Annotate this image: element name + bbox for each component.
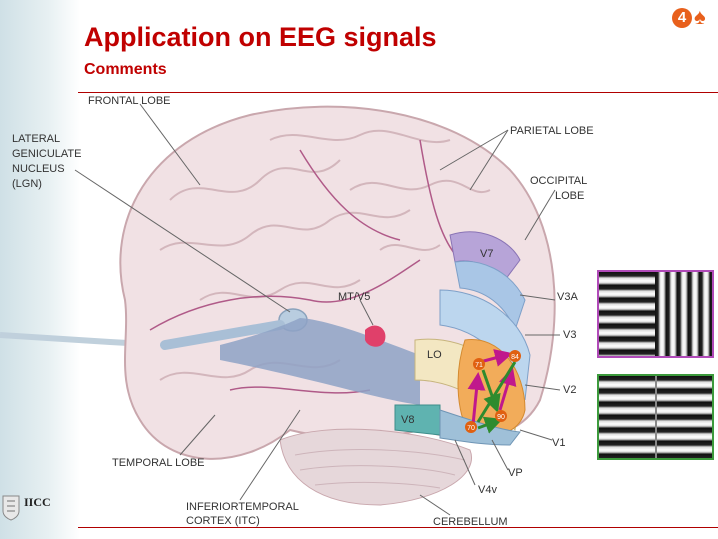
svg-text:84: 84 bbox=[511, 354, 519, 361]
label-mt-v5: MT/V5 bbox=[338, 291, 370, 303]
label-v2: V2 bbox=[563, 384, 576, 396]
label-itc-1: INFERIORTEMPORAL bbox=[186, 501, 299, 513]
svg-text:70: 70 bbox=[467, 425, 475, 432]
page-number-badge: 4 bbox=[672, 8, 692, 28]
label-cerebellum: CEREBELLUM bbox=[433, 516, 508, 528]
area-v3a bbox=[454, 260, 526, 332]
horizontal-grating bbox=[599, 272, 655, 356]
label-parietal-lobe: PARIETAL LOBE bbox=[510, 125, 594, 137]
iicc-logo: IICC bbox=[2, 495, 72, 525]
slide-title: Application on EEG signals bbox=[84, 22, 437, 52]
stimulus-grating-horizontal-horizontal bbox=[597, 374, 714, 460]
leader-lines bbox=[74, 103, 561, 516]
label-lgn-4: (LGN) bbox=[12, 178, 42, 190]
label-v1: V1 bbox=[552, 437, 565, 449]
electrode-84: 84 bbox=[509, 350, 521, 362]
electrode-71: 71 bbox=[473, 358, 485, 370]
connectivity-arrows bbox=[467, 349, 517, 434]
cerebellum bbox=[279, 428, 472, 506]
label-occipital-1: OCCIPITAL bbox=[530, 175, 587, 187]
footer-rule bbox=[78, 527, 718, 528]
horizontal-grating-right bbox=[655, 376, 712, 458]
label-occipital-2: LOBE bbox=[555, 190, 584, 202]
label-frontal-lobe: FRONTAL LOBE bbox=[88, 95, 171, 107]
header-rule bbox=[78, 92, 718, 93]
label-v3a: V3A bbox=[557, 291, 578, 303]
label-itc-2: CORTEX (ITC) bbox=[186, 515, 260, 527]
stimulus-grating-horizontal-vertical bbox=[597, 270, 714, 358]
label-v8: V8 bbox=[401, 414, 414, 426]
spade-icon: ♠ bbox=[694, 4, 706, 29]
label-lgn-1: LATERAL bbox=[12, 133, 60, 145]
electrode-90: 90 bbox=[495, 410, 507, 422]
svg-text:71: 71 bbox=[475, 362, 483, 369]
electrode-70: 70 bbox=[465, 421, 477, 433]
label-lgn-3: NUCLEUS bbox=[12, 163, 65, 175]
decorative-left-band bbox=[0, 0, 80, 539]
label-lgn-2: GENICULATE bbox=[12, 148, 81, 160]
svg-text:90: 90 bbox=[497, 414, 505, 421]
label-v4v: V4v bbox=[478, 484, 497, 496]
shield-icon bbox=[2, 495, 20, 521]
horizontal-grating-left bbox=[599, 376, 655, 458]
vertical-grating bbox=[655, 272, 712, 356]
label-lo: LO bbox=[427, 349, 442, 361]
label-vp: VP bbox=[508, 467, 523, 479]
label-v7: V7 bbox=[480, 248, 493, 260]
label-v3: V3 bbox=[563, 329, 576, 341]
slide-subtitle: Comments bbox=[84, 61, 167, 78]
label-temporal-lobe: TEMPORAL LOBE bbox=[112, 457, 205, 469]
area-mt-v5 bbox=[365, 325, 386, 347]
logo-text: IICC bbox=[24, 495, 51, 509]
